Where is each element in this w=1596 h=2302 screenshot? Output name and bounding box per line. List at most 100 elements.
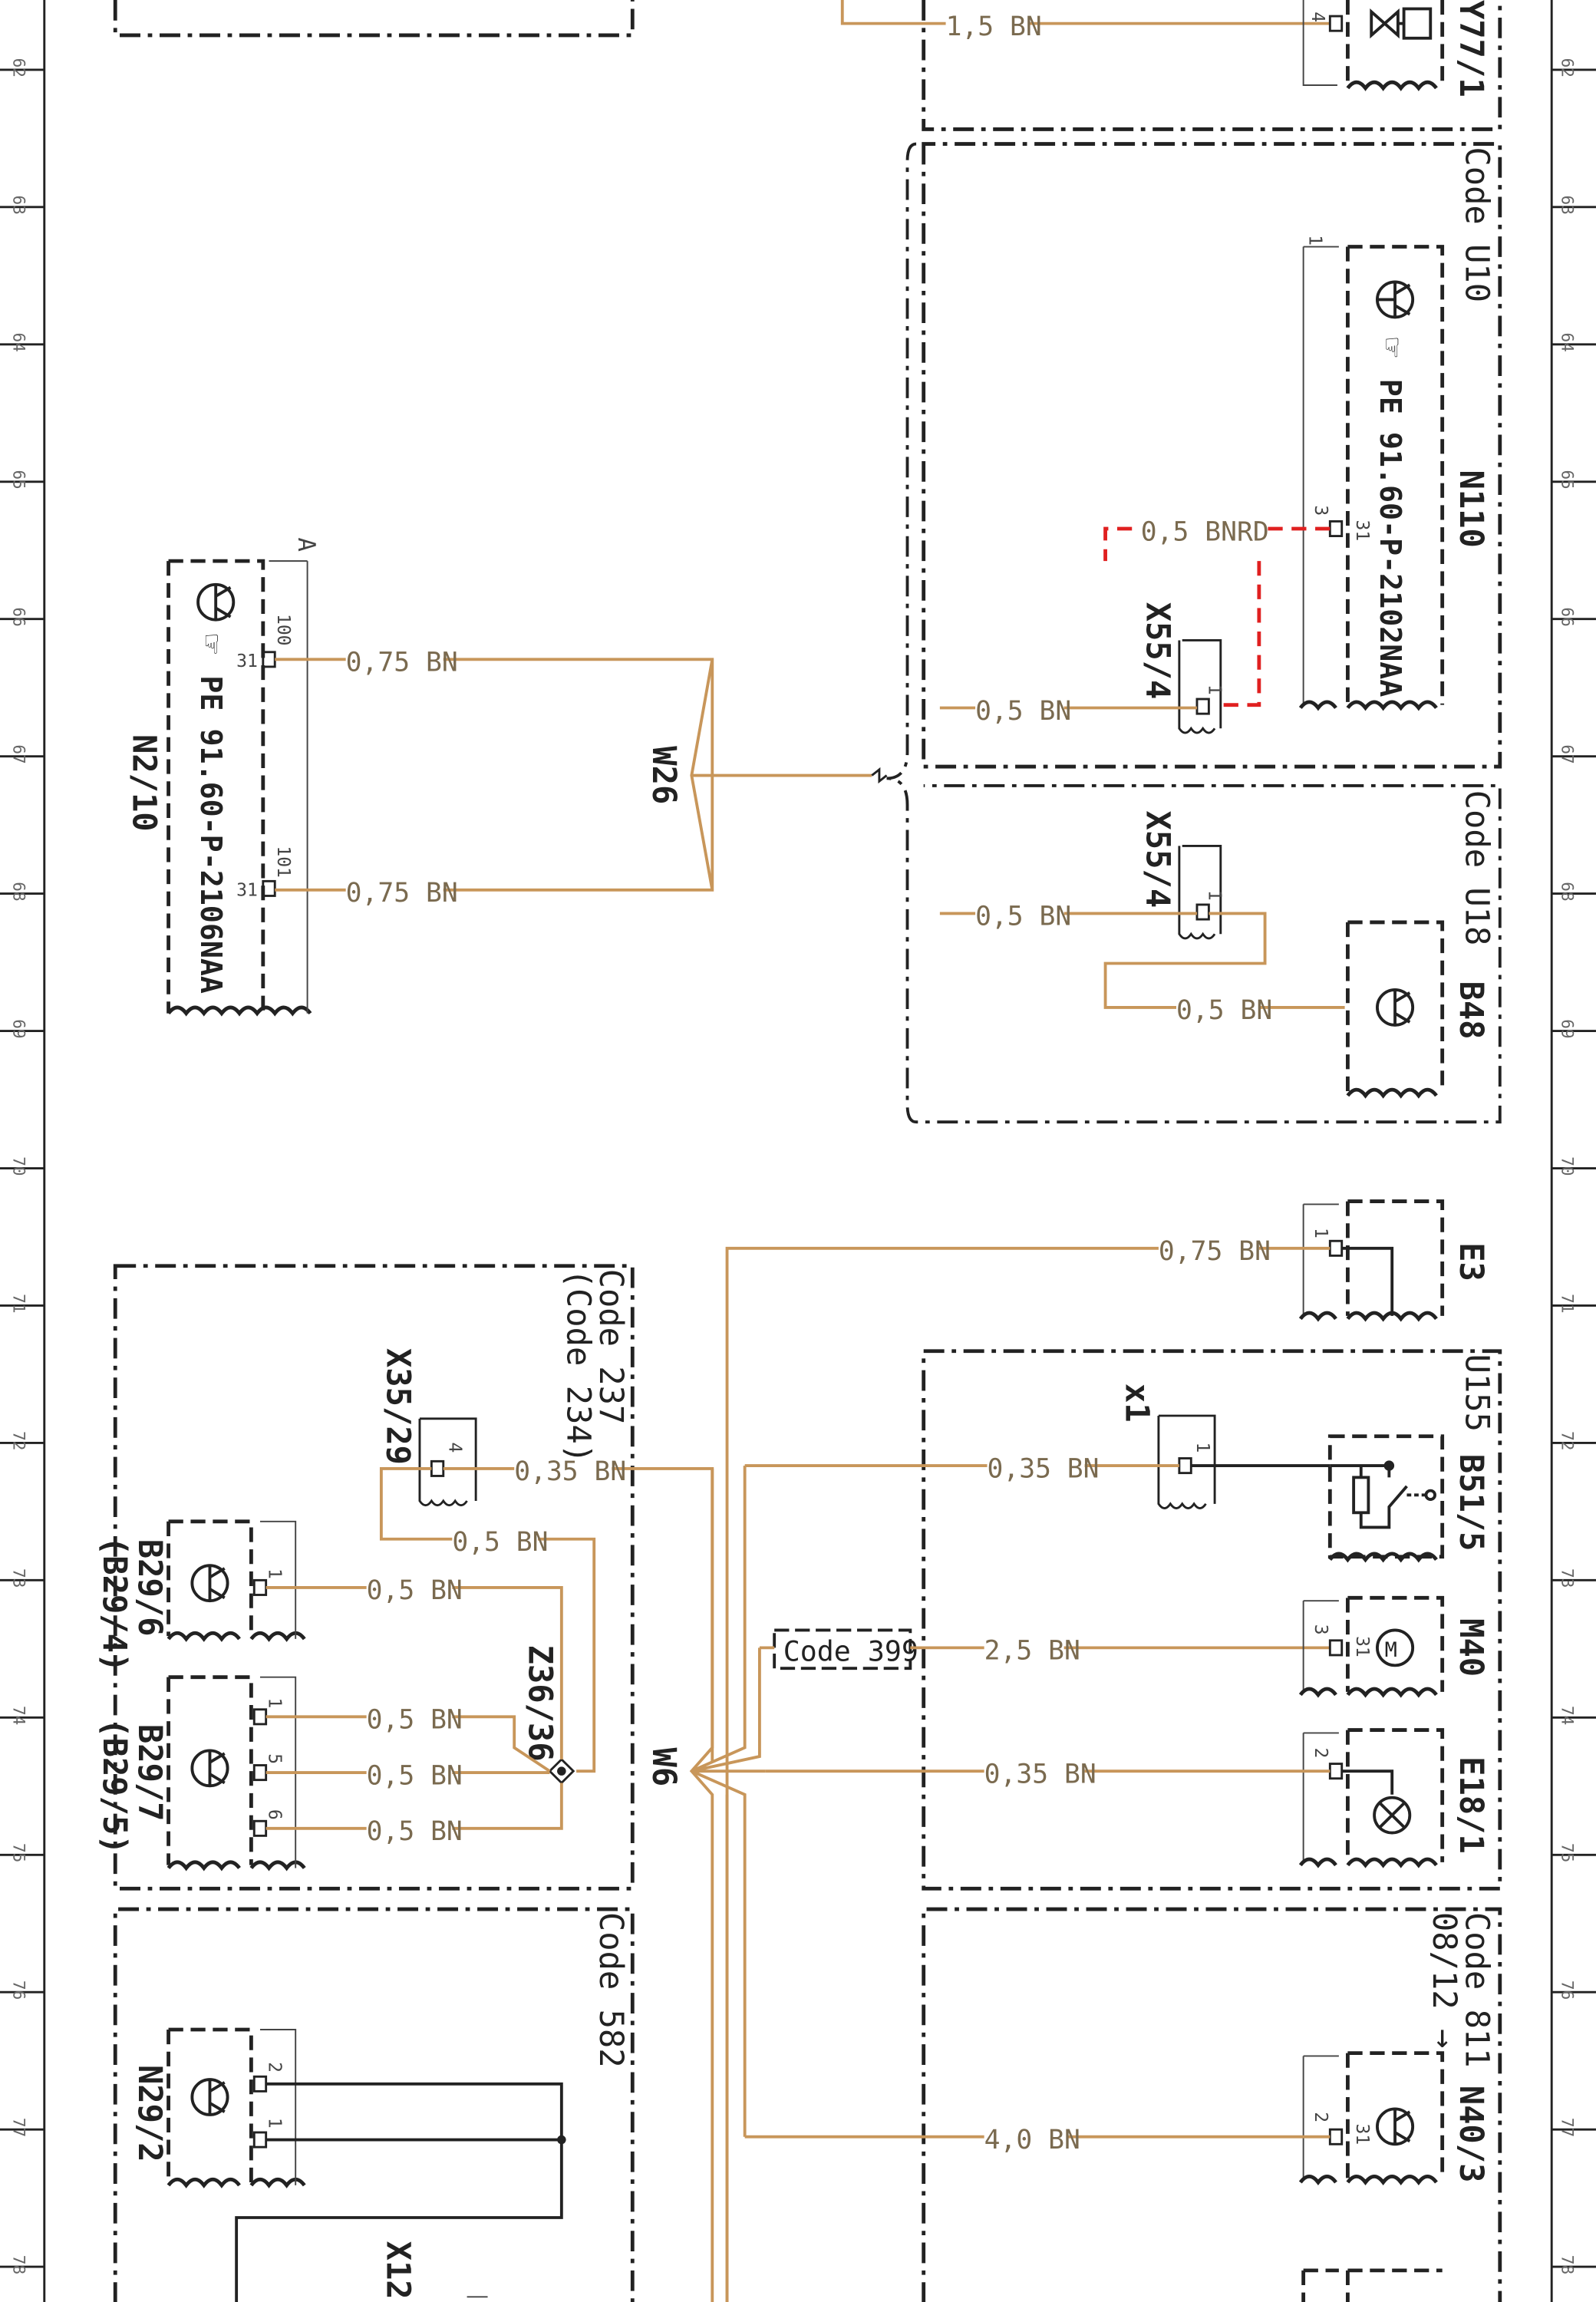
transistor-icon <box>1376 2107 1415 2146</box>
m40-wire-label: 2,5 BN <box>984 1636 1080 1667</box>
lamp-icon <box>1373 1796 1412 1835</box>
b29-7-pin-5: 5 <box>264 1753 284 1764</box>
b29-7-wire-3-label: 0,5 BN <box>367 1816 463 1847</box>
grid-row-label: 70 <box>9 1156 28 1176</box>
e3-ref: E3 <box>1453 1242 1490 1281</box>
grid-row-label: 67 <box>9 744 28 763</box>
transistor-icon <box>190 2078 229 2116</box>
transistor-icon <box>1376 280 1415 319</box>
grid-row-label: 75 <box>9 1843 28 1862</box>
x1-pin: 1 <box>1192 1442 1212 1453</box>
grid-row-label: 66 <box>9 607 28 626</box>
n110-ref: N110 <box>1453 470 1490 547</box>
code-399-label: Code 399 <box>783 1635 918 1668</box>
code-237-label: Code 237 <box>592 1269 630 1425</box>
grid-row-label: 68 <box>1558 882 1578 901</box>
grid-row-label: 75 <box>1558 1843 1578 1862</box>
motor-icon: M <box>1376 1628 1415 1667</box>
n110-pin-1: 1 <box>1304 235 1324 246</box>
grid-row-label: 65 <box>1558 470 1578 489</box>
transistor-icon <box>196 582 236 622</box>
e3-pin: 1 <box>1311 1228 1331 1238</box>
valve-icon <box>1370 7 1433 40</box>
e18-wire-label: 0,35 BN <box>984 1759 1096 1790</box>
b51-5-ref: B51/5 <box>1453 1454 1490 1552</box>
b29-7-ref: B29/7 <box>131 1724 169 1822</box>
grid-row-label: 76 <box>1558 1980 1578 2000</box>
grid-row-label: 72 <box>1558 1431 1578 1450</box>
n2-10-group: A ☞ PE 91.60-P-2106NAA N2/10 100 101 31 … <box>125 537 888 1017</box>
m40-ref: M40 <box>1453 1618 1490 1677</box>
code-u18-group: Code U18 1 X55/4 0,5 BN 0,5 BN B48 <box>939 790 1496 1099</box>
loop-wire-label: 0,5 BN <box>452 1527 548 1558</box>
n29-2-ref: N29/2 <box>131 2065 169 2162</box>
b29-6-pin: 1 <box>264 1568 284 1579</box>
grid-row-label: 69 <box>1558 1019 1578 1038</box>
n2-10-marker: A <box>292 537 320 551</box>
grid-row-label: 64 <box>1558 332 1578 351</box>
n2-10-wire-2-label: 0,75 BN <box>346 878 458 909</box>
u155-label: U155 <box>1458 1354 1495 1432</box>
b29-7-pin-1: 1 <box>264 1697 284 1708</box>
n2-10-wire-1-label: 0,75 BN <box>346 648 458 678</box>
b48-ref: B48 <box>1453 981 1490 1039</box>
x35-29-ref: X35/29 <box>380 1348 417 1465</box>
x55-4-u10-pin: 1 <box>1204 684 1224 695</box>
splice-icon <box>548 1757 575 1785</box>
grid-row-label: 65 <box>9 470 28 489</box>
grid-row-label: 73 <box>1558 1568 1578 1588</box>
grid-row-label: 70 <box>1558 1156 1578 1176</box>
n110-pin-3: 3 <box>1311 505 1331 516</box>
hand-pointer-icon: ☞ <box>1374 338 1412 358</box>
n29-2-pin-2: 2 <box>264 2062 284 2073</box>
code-u10-label: Code U10 <box>1458 147 1495 302</box>
n2-10-pin-31a: 31 <box>236 651 258 671</box>
grid-row-label: 77 <box>1558 2118 1578 2137</box>
z36-36-ref: Z36/36 <box>521 1645 559 1762</box>
e3-wire-label: 0,75 BN <box>1159 1236 1271 1267</box>
grid-row-label: 74 <box>9 1706 28 1725</box>
x55-4-u10-ref: X55/4 <box>1139 602 1176 700</box>
grid-row-label: 77 <box>9 2118 28 2137</box>
n2-10-ref: N2/10 <box>125 734 163 832</box>
n110-pin-31: 31 <box>1352 520 1372 542</box>
code-582-label: Code 582 <box>592 1912 630 2068</box>
code-811-label: Code 811 <box>1458 1912 1495 2068</box>
x55-4-u18-ref: X55/4 <box>1139 810 1176 908</box>
u10-red-wire-label: 0,5 BNRD <box>1141 516 1269 547</box>
code-234-label: (Code 234) <box>560 1269 598 1463</box>
sensor-icon <box>1376 988 1415 1027</box>
n2-10-pin-100: 100 <box>273 614 293 645</box>
grid-row-label: 71 <box>9 1294 28 1313</box>
code-237-group: Code 237 (Code 234) 4 X35/29 0,35 BN 0,5… <box>96 1264 714 1891</box>
b29-7-pin-6: 6 <box>264 1809 284 1820</box>
top-fragment: 1,5 BN 4 Y77/1 <box>113 0 1502 131</box>
n40-3-pin-2: 2 <box>1311 2112 1331 2122</box>
n2-10-pin-101: 101 <box>273 846 293 877</box>
n2-10-pe-ref: PE 91.60-P-2106NAA <box>193 675 228 994</box>
e18-1-ref: E18/1 <box>1453 1756 1490 1854</box>
code-811-date: 08/12 → <box>1426 1912 1463 2048</box>
w6-harness: W6 <box>645 1466 766 2302</box>
u10-wire-in-label: 0,5 BN <box>975 696 1071 727</box>
u18-wire-out-label: 0,5 BN <box>1176 995 1272 1026</box>
m40-pin-3: 3 <box>1311 1624 1331 1635</box>
x12-ref: X12 <box>380 2241 417 2300</box>
grid-row-label: 66 <box>1558 607 1578 626</box>
b29-4-ref: (B29/4) <box>96 1536 134 1672</box>
hand-pointer-icon: ☞ <box>193 635 231 655</box>
n40-3-pin-31: 31 <box>1352 2123 1372 2145</box>
b29-5-ref: (B29/5) <box>96 1718 134 1854</box>
w26-ref: W26 <box>645 746 683 804</box>
grid-row-label: 62 <box>9 58 28 78</box>
e18-pin-2: 2 <box>1311 1748 1331 1759</box>
n2-10-pin-31b: 31 <box>236 881 258 901</box>
b29-7-wire-2-label: 0,5 BN <box>367 1760 463 1791</box>
grid-row-label: 64 <box>9 332 28 351</box>
n29-2-pin-1: 1 <box>264 2118 284 2129</box>
code-811-group: Code 811 08/12 → 2 31 N40/3 4,0 BN <box>744 1907 1502 2302</box>
n40-3-wire-label: 4,0 BN <box>984 2125 1080 2155</box>
y77-ref: Y77/1 <box>1453 0 1490 97</box>
